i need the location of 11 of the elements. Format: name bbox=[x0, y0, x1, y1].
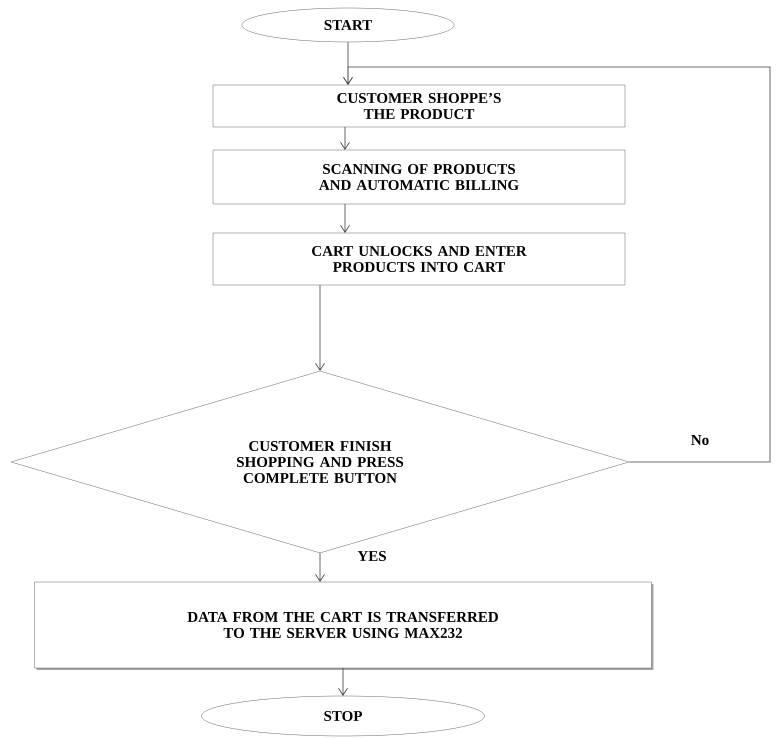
process-box: SCANNING OF PRODUCTS AND AUTOMATIC BILLING bbox=[212, 150, 626, 204]
process-box: CUSTOMER SHOPPE’S THE PRODUCT bbox=[212, 84, 626, 128]
arrow bbox=[315, 552, 325, 582]
arrow bbox=[340, 204, 350, 233]
edge-label: No bbox=[690, 434, 710, 446]
arrow bbox=[343, 66, 770, 462]
arrow bbox=[315, 284, 325, 371]
arrow bbox=[338, 668, 348, 696]
arrow bbox=[340, 126, 350, 150]
process-box: CART UNLOCKS AND ENTER PRODUCTS INTO CART bbox=[212, 232, 626, 286]
process-box: DATA FROM THE CART IS TRANSFERRED TO THE SERVER USING MAX232 bbox=[34, 582, 654, 670]
